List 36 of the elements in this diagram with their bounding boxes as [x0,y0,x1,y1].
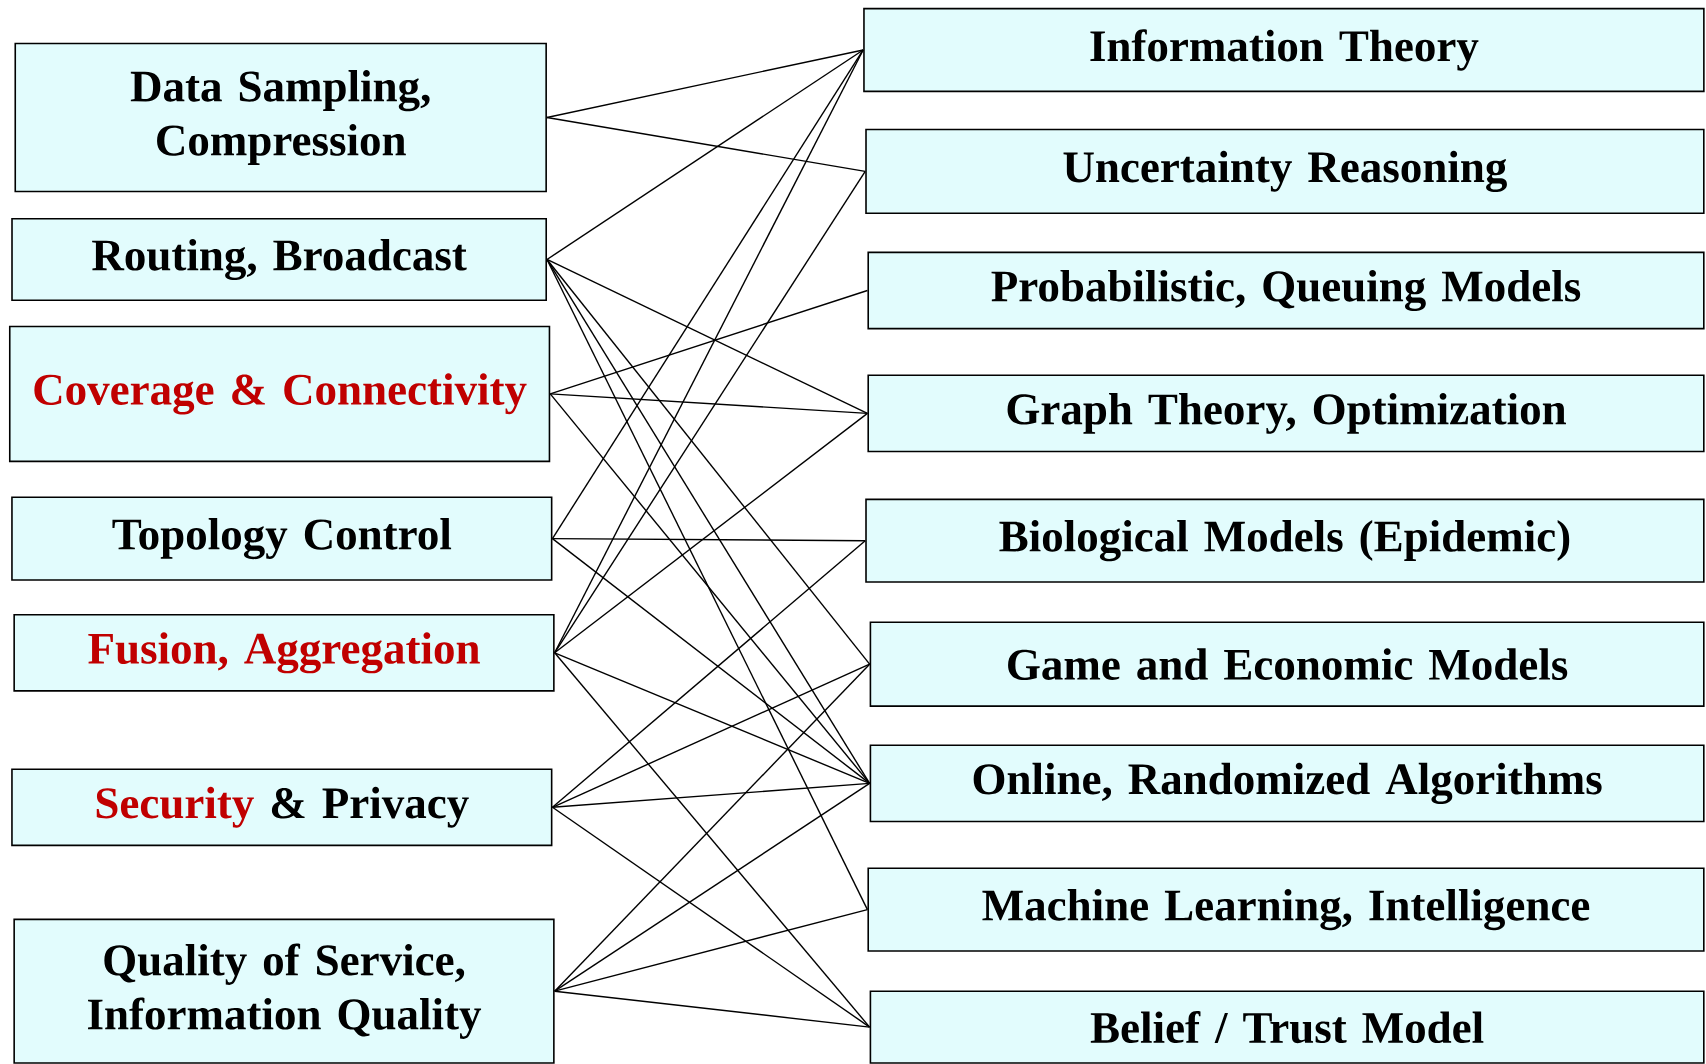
topic-box: Routing, Broadcast [11,217,547,302]
topic-box: Machine Learning, Intelligence [867,867,1705,952]
topic-box: Probabilistic, Queuing Models [867,251,1705,330]
connector-line [553,170,866,654]
connector-line [551,806,871,1028]
topic-box: Game and Economic Models [869,621,1705,707]
topic-box: Topology Control [11,496,553,581]
topic-box: Online, Randomized Algorithms [869,744,1705,823]
topic-box: Belief / Trust Model [869,990,1705,1064]
connector-line [553,782,871,992]
connector-line [553,990,871,1028]
topic-box: Data Sampling, Compression [14,42,547,193]
connector-line [553,908,869,992]
topic-box: Quality of Service, Information Quality [13,918,555,1064]
topic-box: Information Theory [863,7,1705,93]
connector-line [553,412,869,654]
connector-line [546,258,869,415]
connector-line [546,258,871,665]
topic-box: Graph Theory, Optimization [867,374,1705,453]
connector-line [549,393,871,785]
topic-box: Uncertainty Reasoning [865,128,1705,215]
connector-line [551,663,871,808]
connector-line [551,49,864,540]
topic-box: Coverage & Connectivity [8,325,551,463]
topic-box: Security & Privacy [11,768,553,847]
connector-line [546,49,864,119]
topic-box: Biological Models (Epidemic) [865,498,1705,583]
connector-line [549,393,869,415]
connector-line [546,116,866,173]
connector-line [546,258,869,911]
connector-line [551,537,866,542]
connector-line [546,49,864,261]
topic-box: Fusion, Aggregation [13,613,555,692]
connector-line [551,782,871,808]
connector-line [549,289,869,395]
connector-line [553,652,871,785]
